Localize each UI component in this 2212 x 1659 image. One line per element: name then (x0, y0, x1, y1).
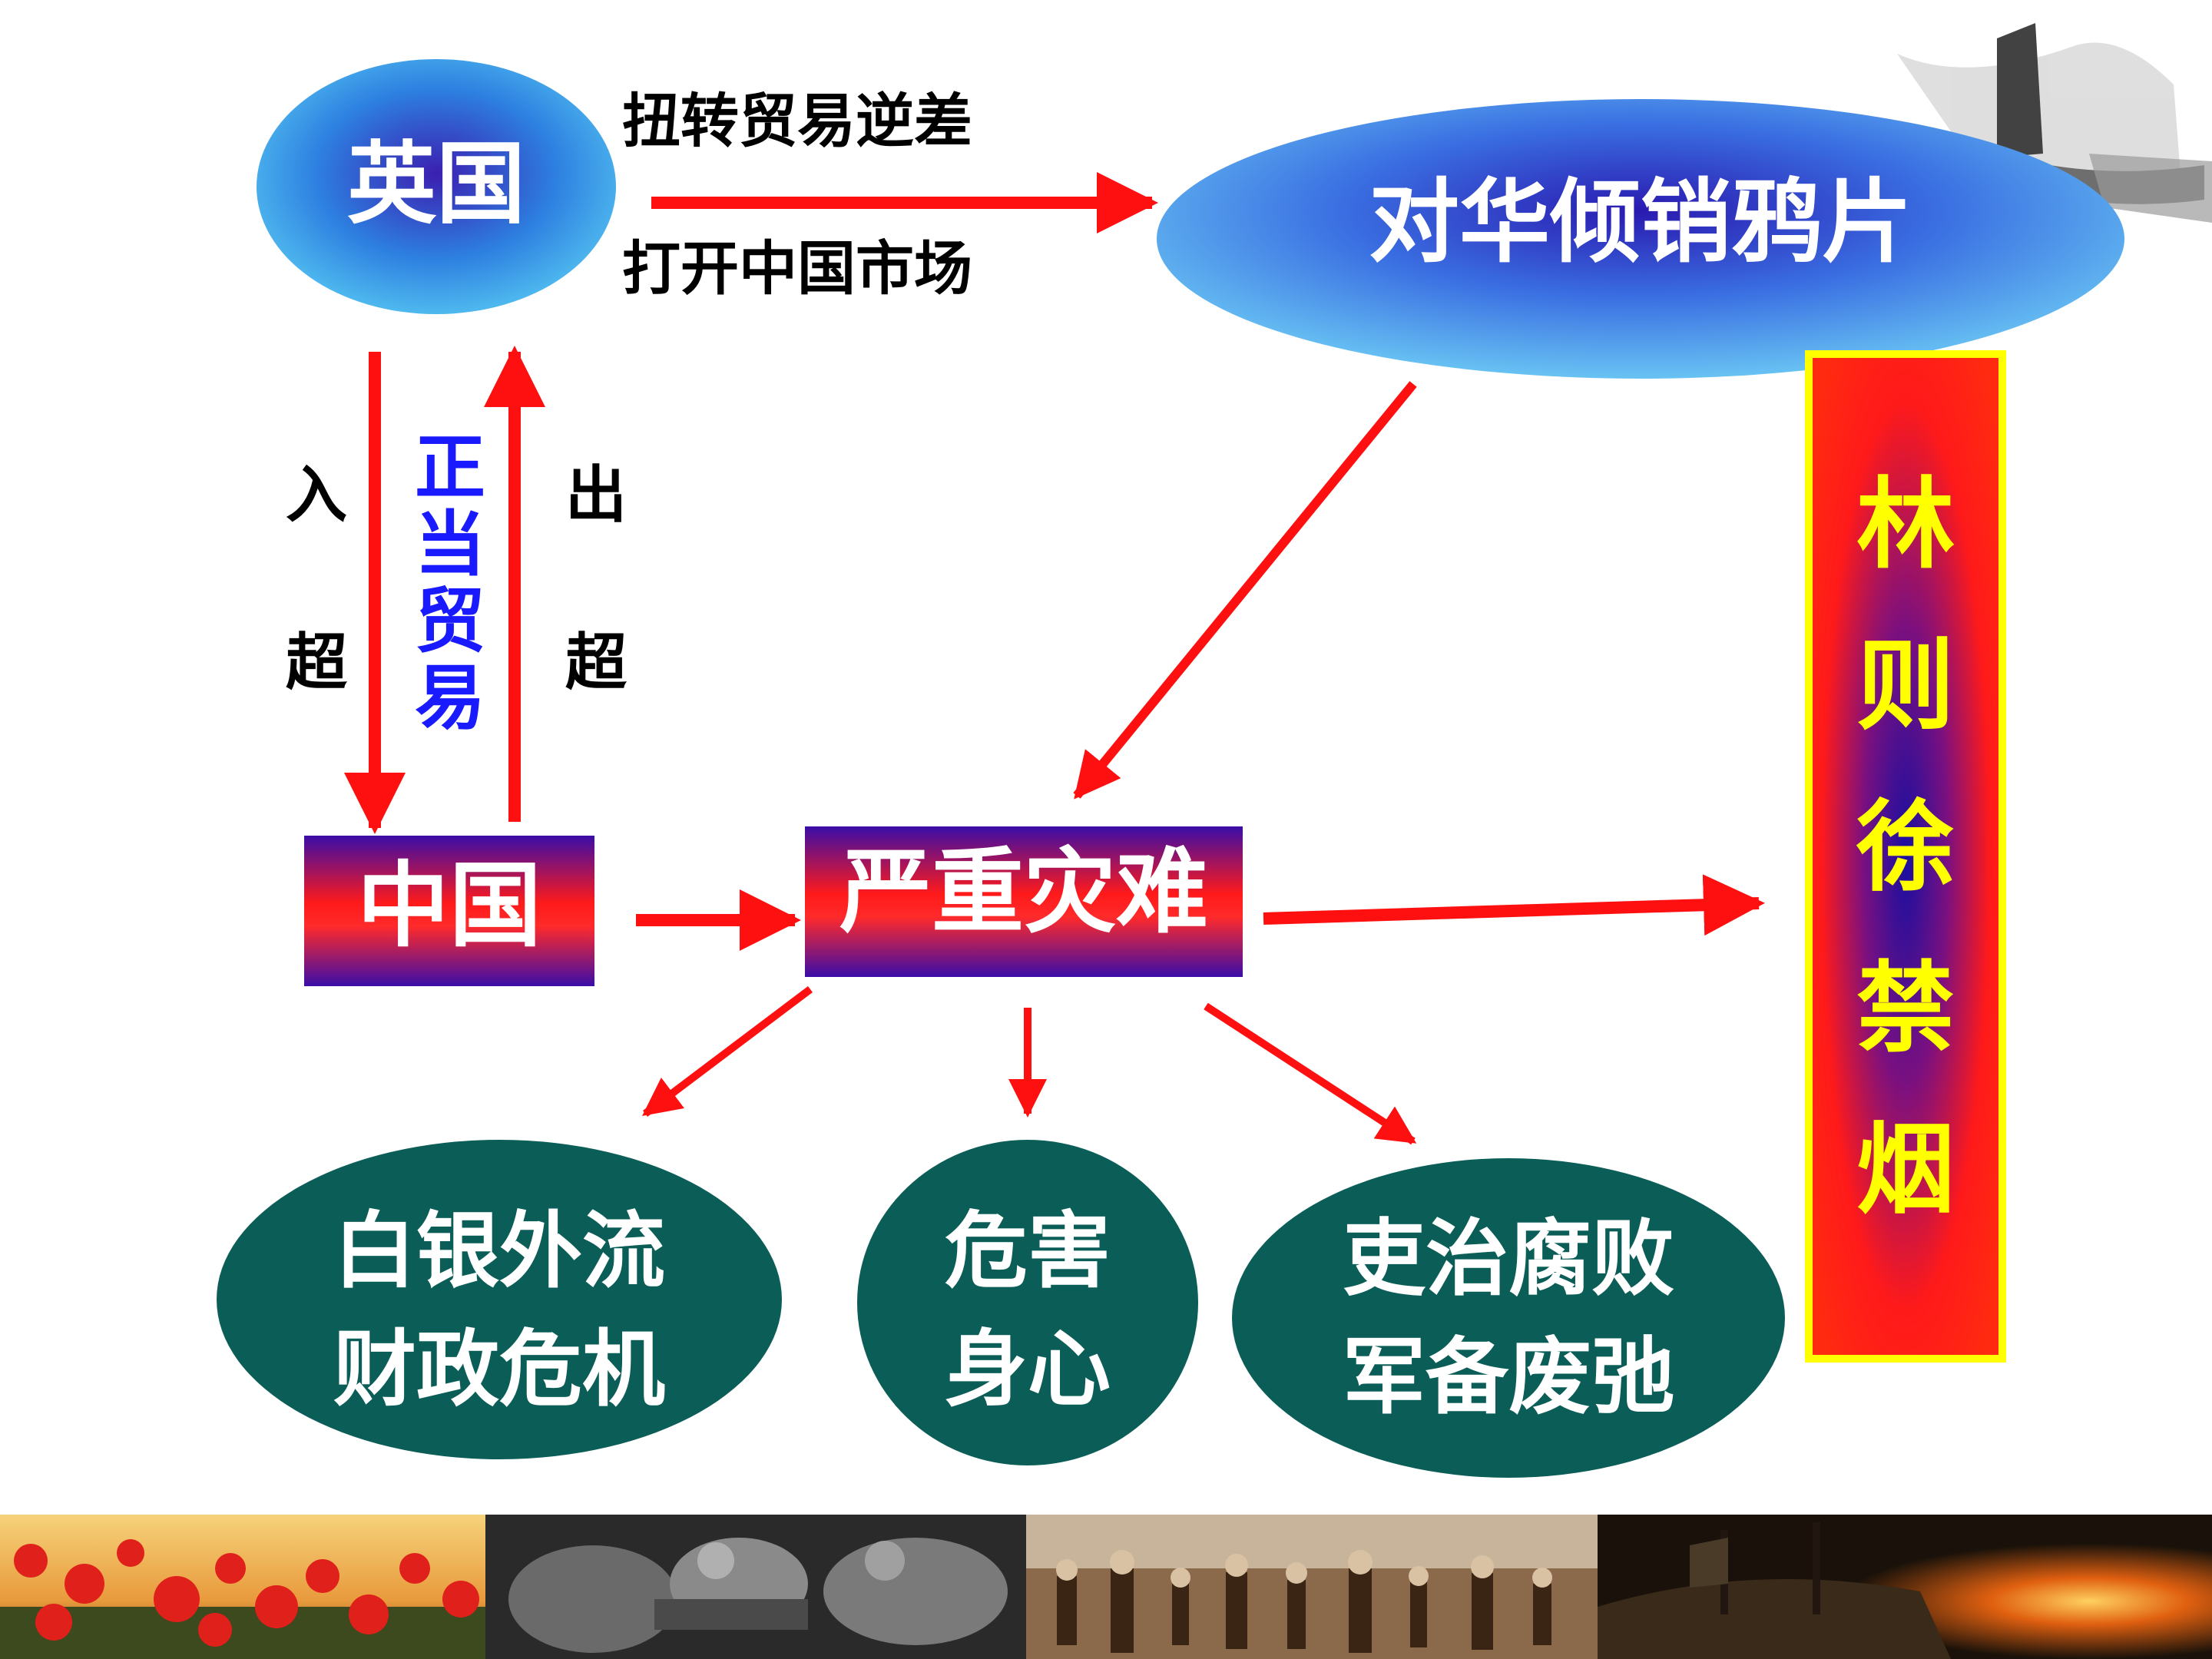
lin-char-1: 林 (1856, 468, 1955, 582)
trade-out-char-2: 超 (565, 627, 628, 698)
open-market-label: 打开中国市场 (622, 234, 972, 303)
opium-dumping-label: 对华倾销鸦片 (1369, 169, 1912, 275)
corruption-line1: 吏治腐败 (1343, 1211, 1674, 1307)
disaster-to-silver-arrow (642, 986, 813, 1117)
burning-opium-scene (1026, 1515, 1598, 1659)
lin-zexu-banner (1813, 358, 1998, 1355)
trade-out-char-1: 出 (565, 459, 627, 531)
trade-in-char-1: 入 (286, 459, 347, 531)
health-line1: 危害 (945, 1204, 1111, 1300)
opium-smokers-photo (485, 1515, 1026, 1659)
disaster-to-corruption-arrow (1204, 1002, 1417, 1145)
health-node (857, 1140, 1198, 1465)
legit-trade-char-2: 当 (415, 503, 485, 585)
disaster-node (805, 826, 1243, 977)
china-label: 中国 (357, 853, 541, 960)
legit-trade-char-1: 正 (415, 426, 485, 508)
disaster-label: 严重灾难 (839, 839, 1208, 946)
legit-trade-char-3: 贸 (415, 580, 485, 662)
disaster-to-lin-arrow (1263, 874, 1765, 936)
trade-in-char-2: 超 (286, 627, 348, 698)
trade-out-label: 出 超 (565, 459, 628, 698)
warship-battle-scene (1598, 1515, 2212, 1659)
china-node (304, 836, 594, 986)
lin-char-2: 则 (1856, 629, 1955, 743)
britain-label: 英国 (347, 133, 525, 237)
silver-line1: 白银外流 (333, 1204, 665, 1300)
corruption-line2: 军备废弛 (1343, 1330, 1674, 1426)
legit-trade-label: 正 当 贸 易 (415, 426, 485, 739)
health-line2: 身心 (945, 1322, 1111, 1418)
silver-outflow-node (217, 1140, 782, 1459)
corruption-node (1232, 1158, 1785, 1478)
legit-trade-char-4: 易 (415, 657, 485, 739)
opium-to-disaster-arrow (1073, 381, 1417, 800)
silver-line2: 财政危机 (333, 1322, 665, 1418)
lin-zexu-label: 林 则 徐 禁 烟 (1856, 468, 1955, 1227)
poppy-field-image (0, 1515, 485, 1659)
opium-dumping-node (1157, 99, 2124, 379)
britain-node (257, 59, 616, 314)
lin-char-4: 禁 (1856, 952, 1955, 1066)
lin-char-5: 烟 (1856, 1113, 1955, 1227)
trade-in-label: 入 超 (286, 459, 348, 698)
lin-char-3: 徐 (1856, 790, 1955, 905)
reverse-deficit-label: 扭转贸易逆差 (622, 87, 972, 155)
